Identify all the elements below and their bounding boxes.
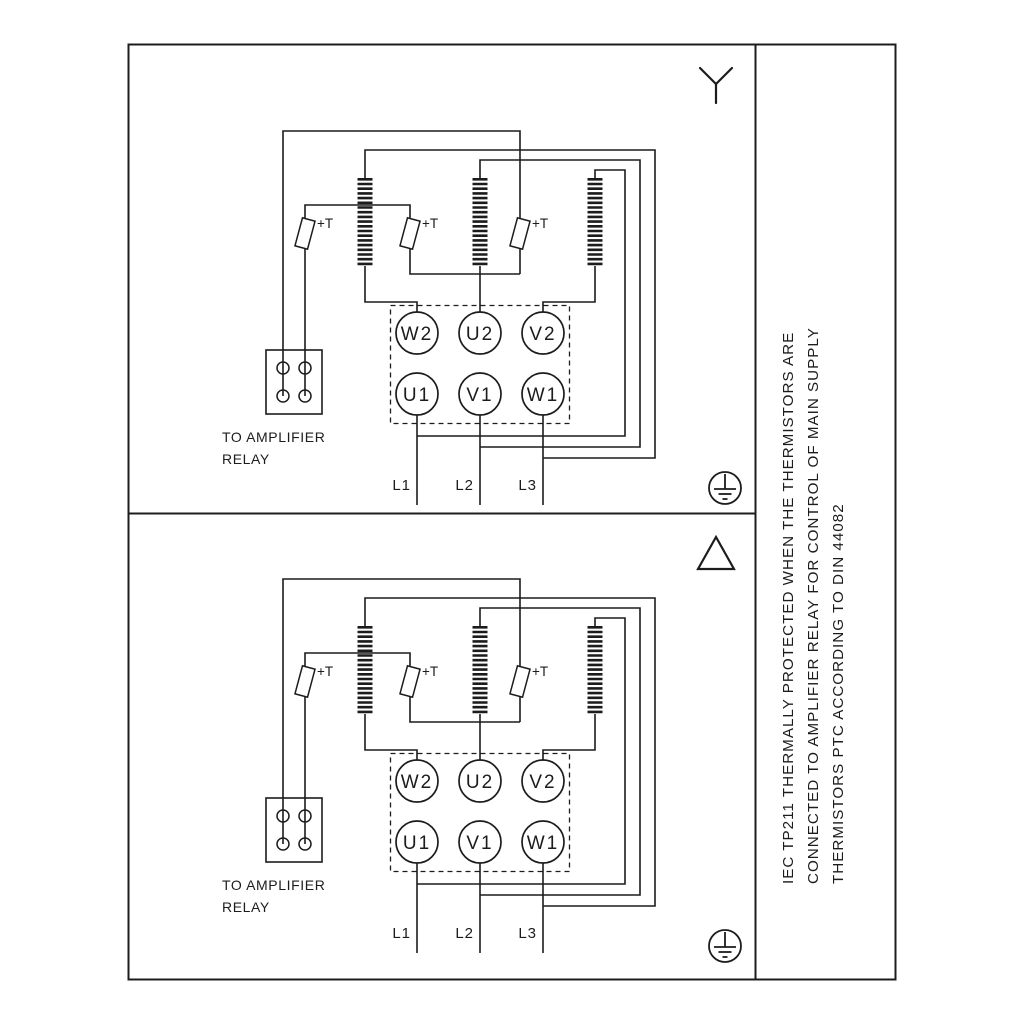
side-note-line2: CONNECTED TO AMPLIFIER RELAY FOR CONTROL… bbox=[805, 327, 822, 884]
terminal-w2 bbox=[395, 311, 439, 355]
side-note-line1: IEC TP211 THERMALLY PROTECTED WHEN THE T… bbox=[780, 332, 797, 884]
delta-connection-icon bbox=[696, 534, 736, 571]
wire bbox=[542, 266, 596, 312]
diagram-border bbox=[127, 43, 897, 981]
wire bbox=[479, 159, 641, 448]
relay-terminal bbox=[298, 389, 312, 403]
thermistor-label: +T bbox=[532, 216, 548, 231]
relay-terminal bbox=[276, 361, 290, 375]
motor-panel-star: +T +T +T TO AMPLIFIER RELAY W2 U2 V2 U1 … bbox=[222, 130, 656, 505]
supply-label-l2: L2 bbox=[455, 477, 474, 494]
terminal-label-v2: V2 bbox=[529, 324, 556, 345]
terminal-label-u1: U1 bbox=[403, 385, 431, 406]
supply-label-l1: L1 bbox=[392, 477, 411, 494]
terminal-v2 bbox=[521, 311, 565, 355]
relay-caption-line1: TO AMPLIFIER bbox=[222, 429, 325, 445]
wire bbox=[364, 266, 418, 312]
thermistor-chain-wire bbox=[282, 130, 521, 396]
supply-label-l3: L3 bbox=[518, 477, 537, 494]
relay-terminal-box bbox=[265, 349, 323, 415]
terminal-label-v1: V1 bbox=[466, 385, 493, 406]
terminal-label-w2: W2 bbox=[401, 324, 434, 345]
thermistor-icon bbox=[399, 216, 421, 251]
side-note-line3: THERMISTORS PTC ACCORDING TO DIN 44082 bbox=[830, 503, 847, 884]
terminal-label-u2: U2 bbox=[466, 324, 494, 345]
relay-terminal bbox=[276, 389, 290, 403]
wire bbox=[417, 169, 626, 437]
earth-ground-icon bbox=[708, 471, 742, 505]
thermistor-label: +T bbox=[317, 216, 333, 231]
terminal-label-w1: W1 bbox=[527, 385, 560, 406]
terminal-w1 bbox=[521, 372, 565, 416]
terminal-v1 bbox=[458, 372, 502, 416]
thermistor-icon bbox=[294, 216, 316, 251]
terminal-u1 bbox=[395, 372, 439, 416]
star-connection-icon bbox=[698, 66, 734, 105]
wire bbox=[364, 149, 656, 459]
terminal-u2 bbox=[458, 311, 502, 355]
thermistor-icon bbox=[509, 216, 531, 251]
terminal-board-outline bbox=[389, 304, 571, 425]
relay-caption-line2: RELAY bbox=[222, 451, 270, 467]
thermistor-label: +T bbox=[422, 216, 438, 231]
relay-terminal bbox=[298, 361, 312, 375]
thermistor-chain-wire bbox=[304, 204, 520, 396]
